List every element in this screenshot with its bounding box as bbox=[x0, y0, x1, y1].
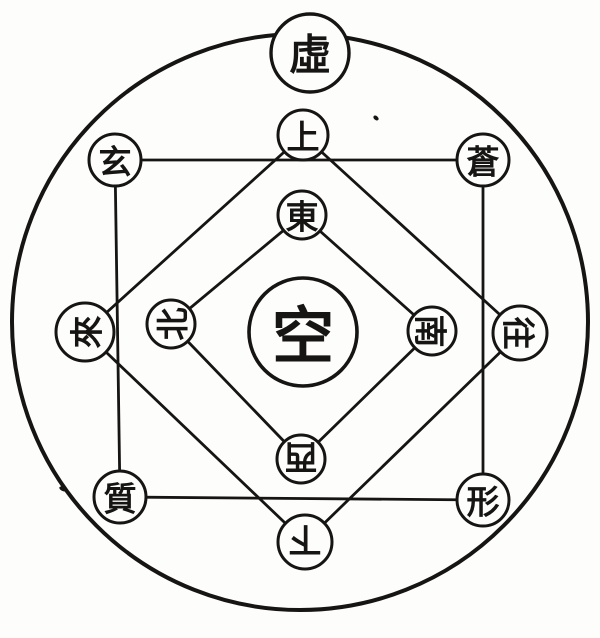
node-middle-left: 來 bbox=[54, 301, 116, 363]
node-west-label: 西 bbox=[285, 438, 318, 477]
node-void-top-label: 虛 bbox=[289, 31, 331, 80]
node-corner-top-left-label: 玄 bbox=[99, 143, 132, 182]
node-corner-bottom-right-label: 形 bbox=[467, 483, 500, 522]
node-east: 東 bbox=[276, 189, 328, 241]
node-corner-top-left: 玄 bbox=[87, 132, 143, 188]
node-west: 西 bbox=[275, 433, 327, 485]
node-down: 下 bbox=[276, 513, 334, 571]
node-emptiness-center-label: 空 bbox=[272, 300, 334, 373]
print-speck bbox=[373, 115, 379, 121]
node-up: 上 bbox=[276, 108, 330, 162]
print-speck bbox=[59, 486, 67, 492]
node-corner-bottom-right: 形 bbox=[455, 472, 511, 528]
node-north-label: 北 bbox=[154, 308, 193, 341]
node-corner-top-right-label: 蒼 bbox=[467, 143, 500, 182]
node-middle-right: 往 bbox=[491, 304, 549, 362]
node-corner-bottom-left: 質 bbox=[92, 469, 148, 525]
node-corner-bottom-left-label: 質 bbox=[104, 480, 137, 519]
node-down-label: 下 bbox=[289, 521, 322, 560]
node-east-label: 東 bbox=[286, 198, 319, 237]
node-corner-top-right: 蒼 bbox=[455, 132, 511, 188]
node-south: 南 bbox=[406, 305, 458, 357]
node-emptiness-center: 空 bbox=[247, 276, 359, 388]
node-north: 北 bbox=[145, 298, 197, 350]
node-up-label: 上 bbox=[287, 118, 320, 157]
node-south-label: 南 bbox=[411, 315, 450, 348]
node-middle-right-label: 往 bbox=[499, 317, 538, 350]
node-void-top: 虛 bbox=[269, 12, 351, 94]
node-middle-left-label: 來 bbox=[68, 316, 107, 349]
